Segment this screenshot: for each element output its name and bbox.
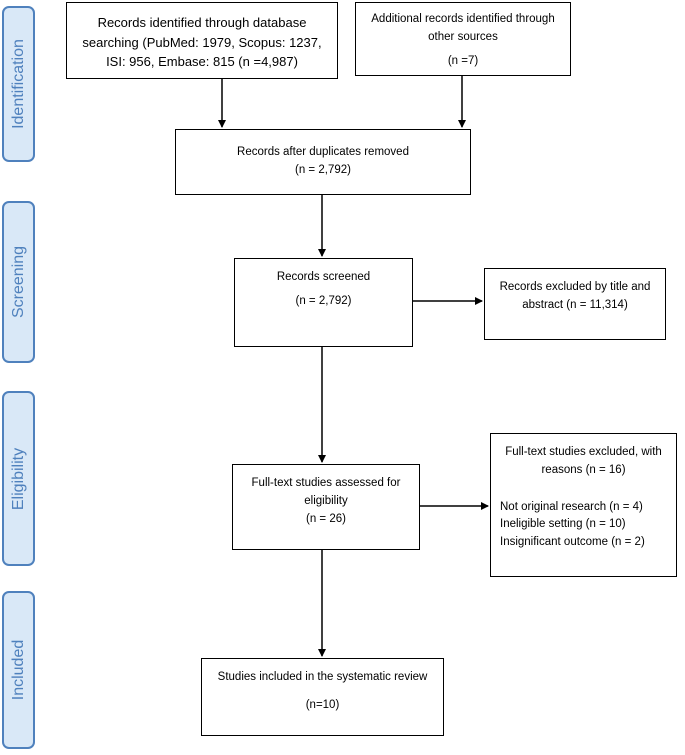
screened-line-2: (n = 2,792) <box>295 294 352 307</box>
screened-line-1: Records screened <box>276 271 371 283</box>
db-line-1: Records identified through database <box>97 15 307 30</box>
fulltext-excluded-line-1: Full-text studies excluded, with <box>505 446 662 458</box>
excluded-title-line-2: abstract (n = 11,314) <box>522 298 628 311</box>
exclusion-reason: Insignificant outcome (n = 2) <box>500 536 645 549</box>
duplicates-line-2: (n = 2,792) <box>295 163 351 176</box>
fulltext-line-2: eligibility <box>304 494 348 507</box>
box-fulltext-excluded: Full-text studies excluded, with reasons… <box>490 433 677 577</box>
duplicates-line-1: Records after duplicates removed <box>237 146 409 158</box>
phase-included: Included <box>2 591 35 749</box>
included-line-2: (n=10) <box>305 698 340 711</box>
box-studies-included: Studies included in the systematic revie… <box>201 658 444 736</box>
included-line-1: Studies included in the systematic revie… <box>217 671 428 683</box>
box-fulltext-assessed: Full-text studies assessed for eligibili… <box>232 464 420 550</box>
fulltext-line-1: Full-text studies assessed for <box>251 477 401 489</box>
additional-line-2: other sources <box>428 30 498 43</box>
exclusion-reason: Not original research (n = 4) <box>500 500 643 513</box>
db-line-2: searching (PubMed: 1979, Scopus: 1237, <box>82 34 322 50</box>
phase-eligibility: Eligibility <box>2 391 35 566</box>
exclusion-reasons-list: Not original research (n = 4) Ineligible… <box>491 499 676 552</box>
fulltext-line-3: (n = 26) <box>306 512 346 525</box>
box-duplicates-removed: Records after duplicates removed (n = 2,… <box>175 129 471 195</box>
additional-line-1: Additional records identified through <box>371 13 555 25</box>
box-excluded-title-abstract: Records excluded by title and abstract (… <box>484 268 666 340</box>
box-records-screened: Records screened (n = 2,792) <box>234 258 413 347</box>
excluded-title-line-1: Records excluded by title and <box>499 281 651 293</box>
exclusion-reason: Ineligible setting (n = 10) <box>500 518 626 531</box>
phase-identification: Identification <box>2 6 35 162</box>
db-line-3: ISI: 956, Embase: 815 (n =4,987) <box>106 54 298 69</box>
box-database-records: Records identified through database sear… <box>66 2 338 79</box>
fulltext-excluded-line-2: reasons (n = 16) <box>541 463 626 476</box>
additional-line-3: (n =7) <box>447 54 479 67</box>
box-additional-records: Additional records identified through ot… <box>355 2 571 76</box>
phase-screening: Screening <box>2 201 35 363</box>
